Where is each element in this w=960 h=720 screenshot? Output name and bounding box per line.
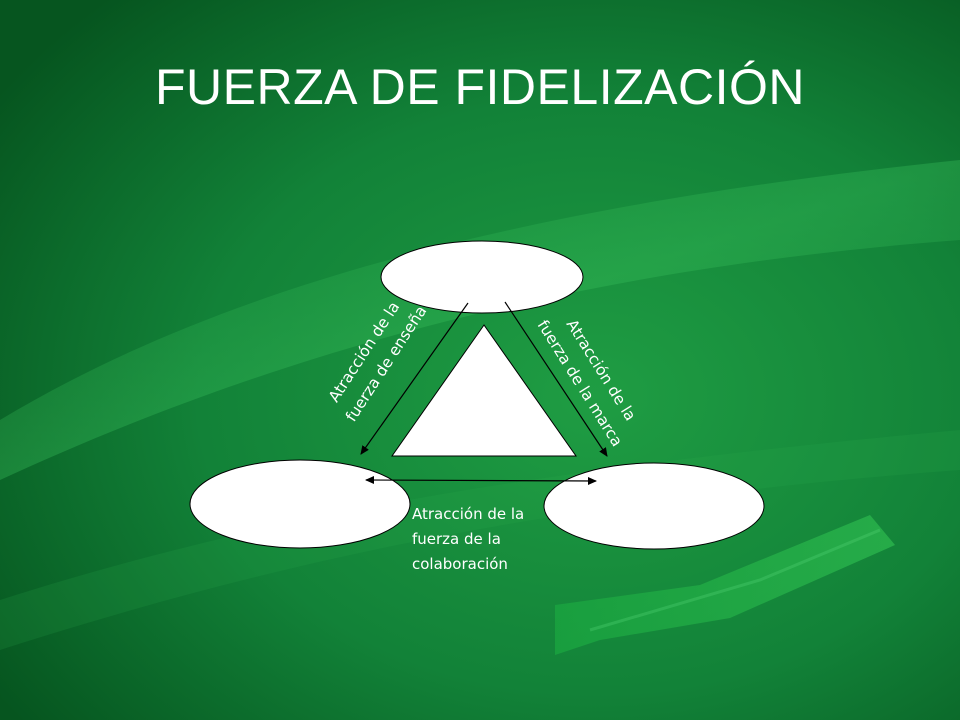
node-top-ellipse xyxy=(380,240,584,314)
label-fuerza-colaboracion: Atracción de la fuerza de la colaboració… xyxy=(412,502,524,577)
decorative-arrow-highlight xyxy=(589,528,881,632)
label-line: colaboración xyxy=(412,555,508,573)
background-swoosh xyxy=(0,160,960,480)
slide-title: FUERZA DE FIDELIZACIÓN xyxy=(155,59,805,115)
label-line: fuerza de la xyxy=(412,530,501,548)
label-line: Atracción de la xyxy=(412,505,525,523)
arrow-bottom-left-to-bottom-right xyxy=(365,476,597,485)
node-bottom-left-ellipse xyxy=(189,459,411,549)
arrow-top-to-bottom-right xyxy=(504,301,608,457)
node-bottom-right-ellipse xyxy=(543,462,765,550)
center-triangle xyxy=(391,324,577,457)
decorative-arrow-icon xyxy=(555,515,895,655)
arrow-top-to-bottom-left xyxy=(360,302,469,455)
